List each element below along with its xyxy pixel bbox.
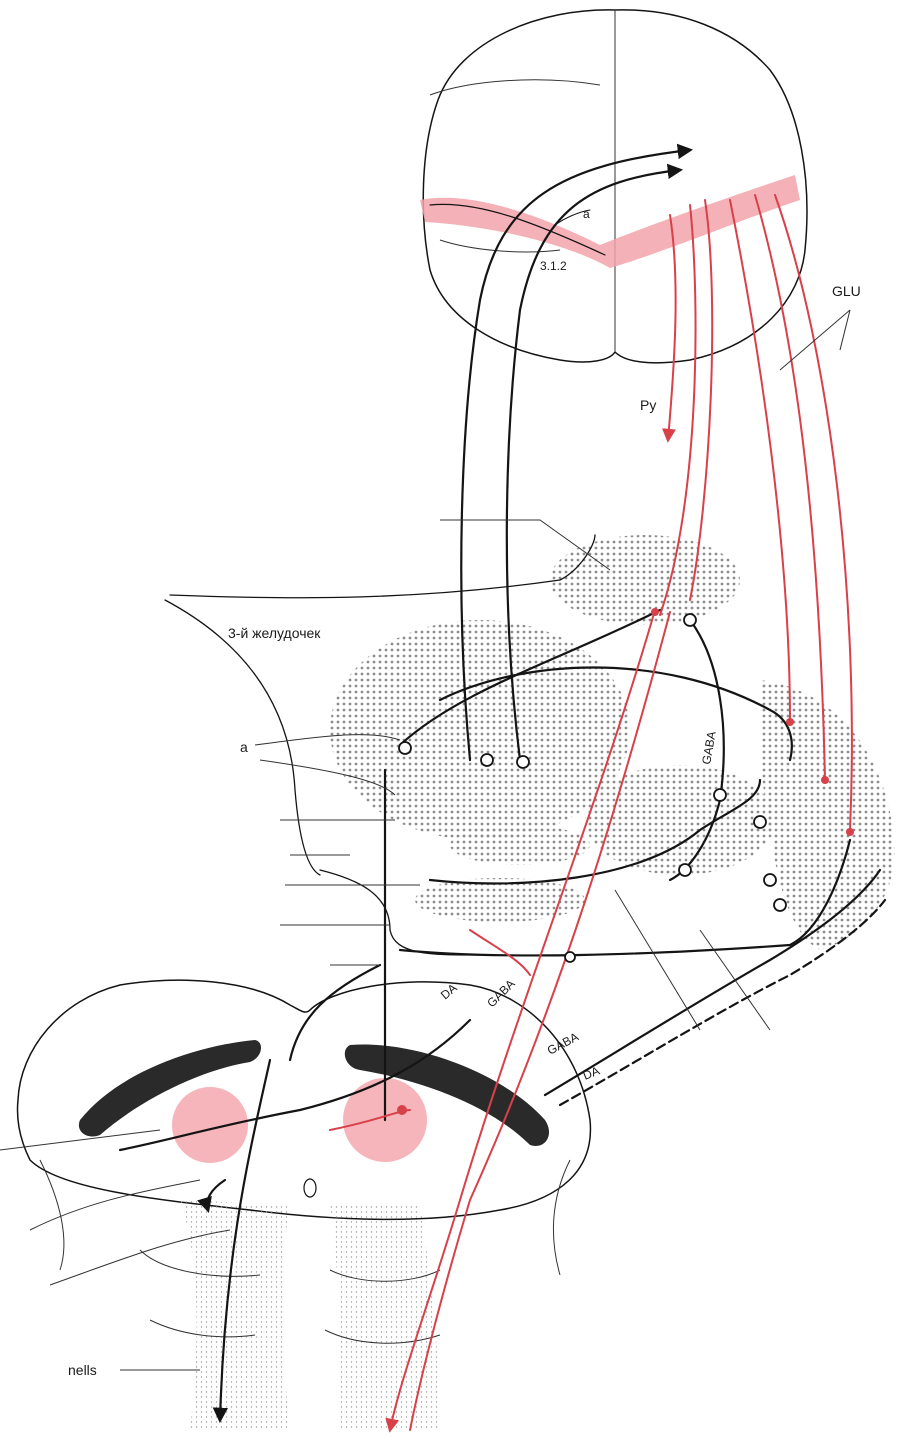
motor-cortex-band [420, 175, 800, 268]
label-glu: GLU [832, 283, 861, 299]
label-py: Py [640, 397, 656, 413]
midbrain-section [18, 980, 591, 1430]
label-a-top: a [583, 207, 590, 221]
red-nucleus-left [172, 1087, 248, 1163]
third-ventricle-outline [165, 600, 320, 875]
basal-ganglia [330, 535, 895, 950]
label-da-right: DA [581, 1064, 602, 1083]
label-gaba-mid: GABA [699, 730, 719, 765]
label-gaba-right: GABA [545, 1030, 581, 1058]
label-area-312: 3.1.2 [540, 259, 567, 273]
label-third-ventricle: 3-й желудочек [228, 625, 321, 641]
label-a-left: a [240, 739, 248, 755]
label-nells: nells [68, 1362, 97, 1378]
label-gaba-left: GABA [484, 977, 517, 1010]
